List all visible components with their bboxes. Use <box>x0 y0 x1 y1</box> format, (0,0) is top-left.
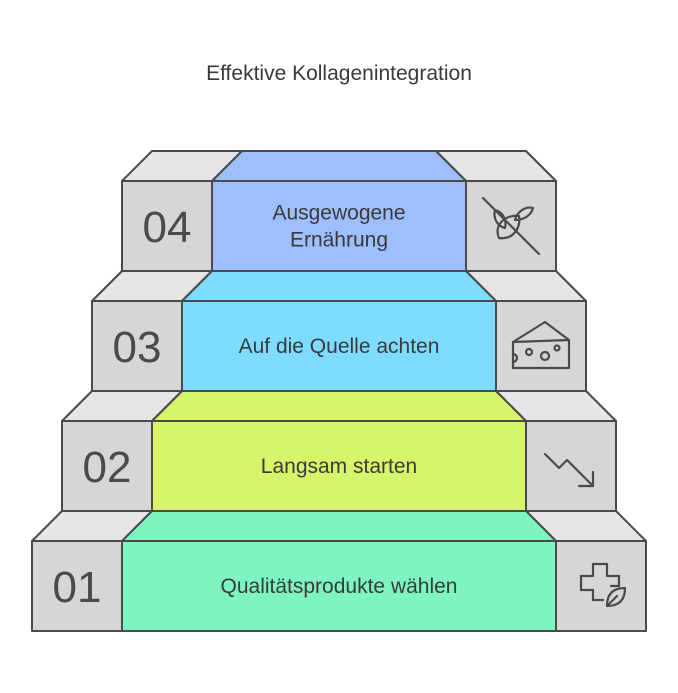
icon-block <box>495 300 587 392</box>
step-label: Ernährung <box>290 229 388 252</box>
trend-down-arrow-icon <box>543 452 595 488</box>
step-01: 01 Qualitätsprodukte wählen <box>31 510 647 632</box>
label-block <box>211 180 467 272</box>
step-02: 02 Langsam starten <box>61 390 617 512</box>
health-cross-leaf-icon <box>579 562 627 608</box>
step-number: 03 <box>113 323 162 372</box>
step-number: 01 <box>53 563 102 612</box>
step-number: 02 <box>83 443 132 492</box>
center-top-face <box>181 270 497 302</box>
no-grain-icon <box>481 196 541 256</box>
step-label: Auf die Quelle achten <box>239 335 440 358</box>
step-label: Qualitätsprodukte wählen <box>221 575 458 598</box>
cheese-icon <box>511 320 571 370</box>
step-03: 03 Auf die Quelle achten <box>91 270 587 392</box>
center-top-face <box>211 150 467 182</box>
center-top-face <box>151 390 527 422</box>
icon-block <box>555 540 647 632</box>
step-label: Langsam starten <box>261 455 417 478</box>
step-label: Ausgewogene <box>272 202 405 225</box>
center-top-face <box>121 510 557 542</box>
step-number: 04 <box>143 203 192 252</box>
icon-block <box>525 420 617 512</box>
diagram-title: Effektive Kollagenintegration <box>206 62 472 85</box>
